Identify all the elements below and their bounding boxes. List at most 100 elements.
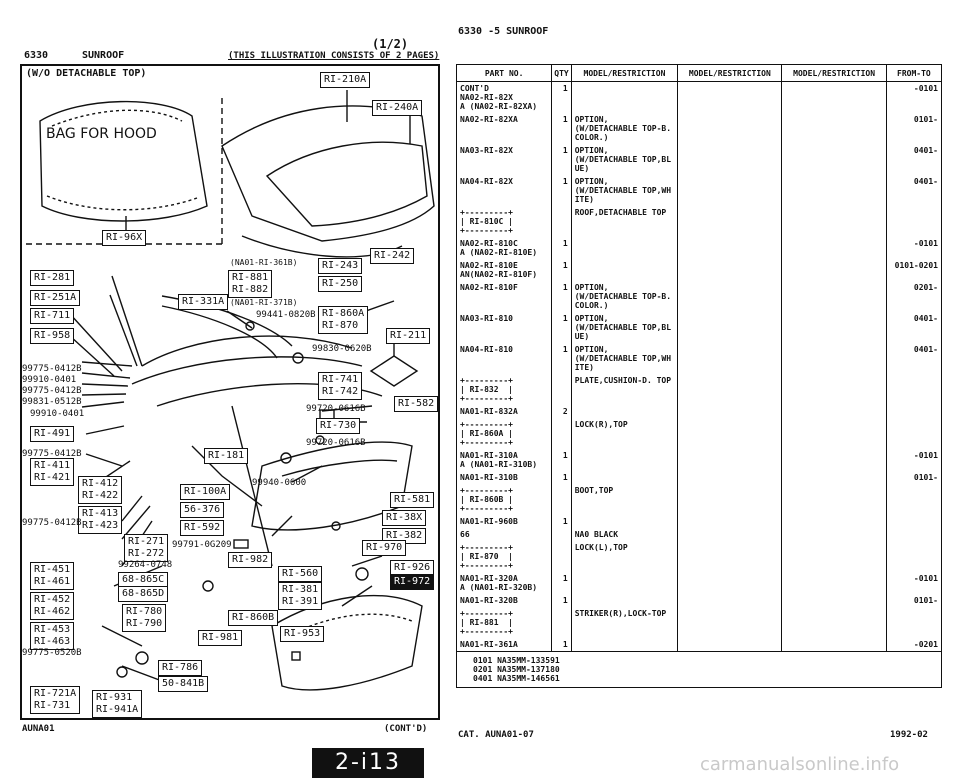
callout-56-376: 56-376 — [180, 502, 225, 518]
pn-99910-0401-a: 99910-0401 — [22, 375, 77, 385]
callout-ri-381: RI-381 RI-391 — [278, 582, 323, 610]
callout-ri-711: RI-711 — [30, 308, 75, 324]
pn-99831-0512b: 99831-0512B — [22, 397, 82, 407]
callout-ri-741: RI-741 RI-742 — [318, 372, 363, 400]
model-cell — [570, 638, 679, 652]
qty-cell — [551, 484, 572, 515]
table-header-row: PART NO. QTY MODEL/RESTRICTION MODEL/RES… — [455, 64, 943, 82]
subtitle: (W/O DETACHABLE TOP) — [26, 68, 147, 79]
part-no-cell: NA01-RI-361A — [455, 638, 553, 652]
illustration-panel: (W/O DETACHABLE TOP) — [20, 64, 440, 720]
part-no-cell: NA01-RI-320B — [455, 594, 553, 607]
callout-ri-271: RI-271 RI-272 — [124, 534, 169, 562]
part-no-cell: NA02-RI-82XA — [455, 113, 553, 144]
qty-cell: 1 — [551, 594, 572, 607]
serial-notes: 0101 NA35MM-133591 0201 NA35MM-137180 04… — [456, 651, 942, 688]
col-model-2: MODEL/RESTRICTION — [677, 64, 783, 82]
from-to-cell — [885, 607, 943, 638]
part-no-cell: +---------+ | RI-870 | +---------+ — [455, 541, 553, 572]
bag-label: BAG FOR HOOD — [46, 126, 157, 142]
callout-ri-331a: RI-331A — [178, 294, 229, 310]
callout-ri-786: RI-786 — [158, 660, 203, 676]
col-model-1: MODEL/RESTRICTION — [570, 64, 679, 82]
from-to-cell — [885, 515, 943, 528]
callout-ri-251a: RI-251A — [30, 290, 81, 306]
model-cell — [570, 237, 679, 259]
callout-ri-721a: RI-721A RI-731 — [30, 686, 81, 714]
model-cell-3 — [781, 237, 887, 259]
model-cell-3 — [781, 515, 887, 528]
from-to-cell: 0401- — [885, 312, 943, 343]
callout-ri-881: RI-881 RI-882 — [228, 270, 273, 298]
part-no-cell: 66 — [455, 528, 553, 541]
qty-cell: 1 — [551, 237, 572, 259]
callout-ri-413: RI-413 RI-423 — [78, 506, 123, 534]
callout-ri-452: RI-452 RI-462 — [30, 592, 75, 620]
model-cell-2 — [677, 237, 783, 259]
pn-na01-ri-361b: (NA01-RI-361B) — [230, 258, 298, 267]
model-cell: BOOT,TOP — [570, 484, 679, 515]
page-fraction: (1/2) — [372, 37, 409, 51]
from-to-cell: -0201 — [885, 638, 943, 652]
from-to-cell — [885, 418, 943, 449]
model-cell: LOCK(R),TOP — [570, 418, 679, 449]
qty-cell: 1 — [551, 312, 572, 343]
model-cell-2 — [677, 528, 783, 541]
pn-99441-0820b: 99441-0820B — [256, 310, 316, 320]
pn-99775-0412b-b: 99775-0412B — [22, 386, 82, 396]
from-to-cell: 0201- — [885, 281, 943, 312]
from-to-cell: -0101 — [885, 81, 943, 113]
callout-ri-970: RI-970 — [362, 540, 407, 556]
from-to-cell — [885, 374, 943, 405]
table-row: CONT'D NA02-RI-82X A (NA02-RI-82XA)1-010… — [455, 81, 943, 113]
qty-cell: 1 — [551, 175, 572, 206]
callout-ri-582: RI-582 — [394, 396, 439, 412]
from-to-cell — [885, 541, 943, 572]
from-to-cell: -0101 — [885, 572, 943, 594]
qty-cell — [551, 374, 572, 405]
model-cell-3 — [781, 81, 887, 113]
model-cell-3 — [781, 528, 887, 541]
qty-cell: 2 — [551, 405, 572, 418]
model-cell-3 — [781, 144, 887, 175]
model-cell-2 — [677, 418, 783, 449]
qty-cell — [551, 607, 572, 638]
part-no-cell: NA02-RI-810C A (NA02-RI-810E) — [455, 237, 553, 259]
callout-ri-412: RI-412 RI-422 — [78, 476, 123, 504]
qty-cell: 1 — [551, 572, 572, 594]
model-cell-3 — [781, 175, 887, 206]
model-cell — [570, 471, 679, 484]
pn-99264-0748: 99264-0748 — [118, 560, 173, 570]
detachable-top-outline — [221, 105, 435, 242]
model-cell-2 — [677, 594, 783, 607]
callout-ri-243: RI-243 — [318, 258, 363, 274]
part-no-cell: NA01-RI-832A — [455, 405, 553, 418]
model-cell — [570, 515, 679, 528]
part-no-cell: CONT'D NA02-RI-82X A (NA02-RI-82XA) — [455, 81, 553, 113]
table-row: +---------+ | RI-870 | +---------+ LOCK(L… — [455, 541, 943, 572]
pn-99791-0g209: 99791-0G209 — [172, 540, 232, 550]
callout-68-865d: 68-865D — [118, 586, 169, 602]
model-cell-2 — [677, 471, 783, 484]
right-title: 6330 -5 SUNROOF — [458, 26, 549, 37]
from-to-cell — [885, 405, 943, 418]
model-cell-3 — [781, 449, 887, 471]
footer-left-code: AUNA01 — [22, 724, 55, 734]
illustration-note: (THIS ILLUSTRATION CONSISTS OF 2 PAGES) — [228, 51, 440, 61]
qty-cell — [551, 206, 572, 237]
part-no-cell: NA01-RI-310A A (NA01-RI-310B) — [455, 449, 553, 471]
from-to-cell: 0101- — [885, 594, 943, 607]
model-cell-3 — [781, 206, 887, 237]
model-cell — [570, 594, 679, 607]
qty-cell: 1 — [551, 471, 572, 484]
qty-cell: 1 — [551, 343, 572, 374]
callout-ri-281: RI-281 — [30, 270, 75, 286]
model-cell: LOCK(L),TOP — [570, 541, 679, 572]
right-footer-date: 1992-02 — [890, 730, 928, 740]
part-no-cell: +---------+ | RI-860A | +---------+ — [455, 418, 553, 449]
model-cell-3 — [781, 281, 887, 312]
